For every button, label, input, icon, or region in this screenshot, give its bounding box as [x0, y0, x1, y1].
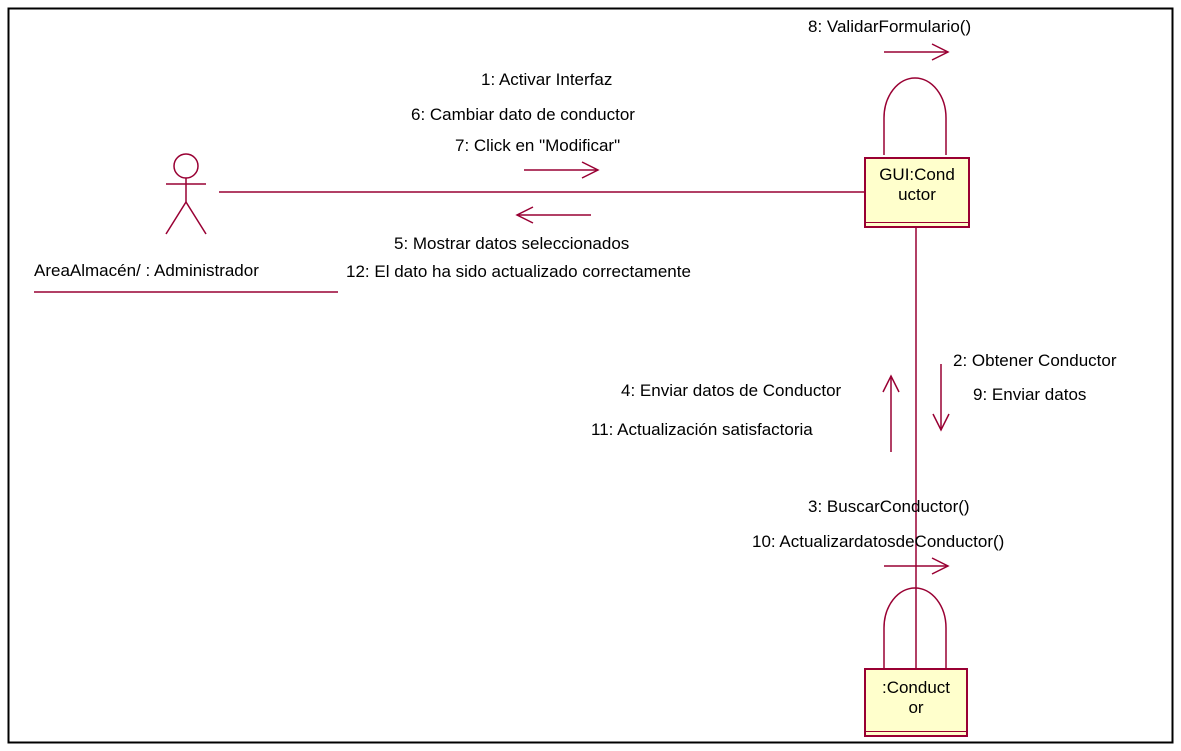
message-1-activar-interfaz: 1: Activar Interfaz: [481, 70, 613, 89]
gui-object-line1: GUI:Cond: [879, 165, 955, 184]
message-5-mostrar-datos: 5: Mostrar datos seleccionados: [394, 234, 630, 253]
message-2-obtener-conductor: 2: Obtener Conductor: [953, 351, 1117, 370]
message-7-click-modificar: 7: Click en "Modificar": [455, 136, 621, 155]
message-8-validar-formulario: 8: ValidarFormulario(): [808, 17, 972, 36]
conductor-self-loop[interactable]: [883, 587, 947, 668]
arrow-validar: [884, 43, 950, 61]
message-9-enviar-datos: 9: Enviar datos: [973, 385, 1087, 404]
diagram-frame: [7, 7, 1174, 744]
message-12-dato-actualizado: 12: El dato ha sido actualizado correcta…: [346, 262, 691, 281]
message-11-actualizacion-satisfactoria: 11: Actualización satisfactoria: [591, 420, 813, 439]
arrow-gui-to-actor: [515, 206, 591, 224]
conductor-object-line2: or: [908, 698, 924, 717]
message-10-actualizar-datos: 10: ActualizardatosdeConductor(): [752, 532, 1005, 551]
gui-conductor-object[interactable]: GUI:Cond uctor: [864, 157, 970, 228]
conductor-object-line1: :Conduct: [881, 678, 951, 697]
actor-left-leg: [165, 201, 187, 235]
message-3-buscar-conductor: 3: BuscarConductor(): [808, 497, 970, 516]
arrow-buscar: [884, 557, 950, 575]
message-4-enviar-datos-conductor: 4: Enviar datos de Conductor: [621, 381, 842, 400]
conductor-object[interactable]: :Conduct or: [864, 668, 968, 737]
arrow-conductor-to-gui: [882, 374, 900, 452]
actor-figure[interactable]: [165, 153, 207, 235]
actor-name: AreaAlmacén/ : Administrador: [34, 261, 259, 280]
gui-object-line2: uctor: [898, 185, 936, 204]
gui-self-loop[interactable]: [883, 77, 947, 155]
arrow-actor-to-gui: [524, 161, 600, 179]
arrow-gui-to-conductor: [932, 364, 950, 432]
message-6-cambiar-dato: 6: Cambiar dato de conductor: [411, 105, 635, 124]
actor-right-leg: [185, 201, 207, 235]
